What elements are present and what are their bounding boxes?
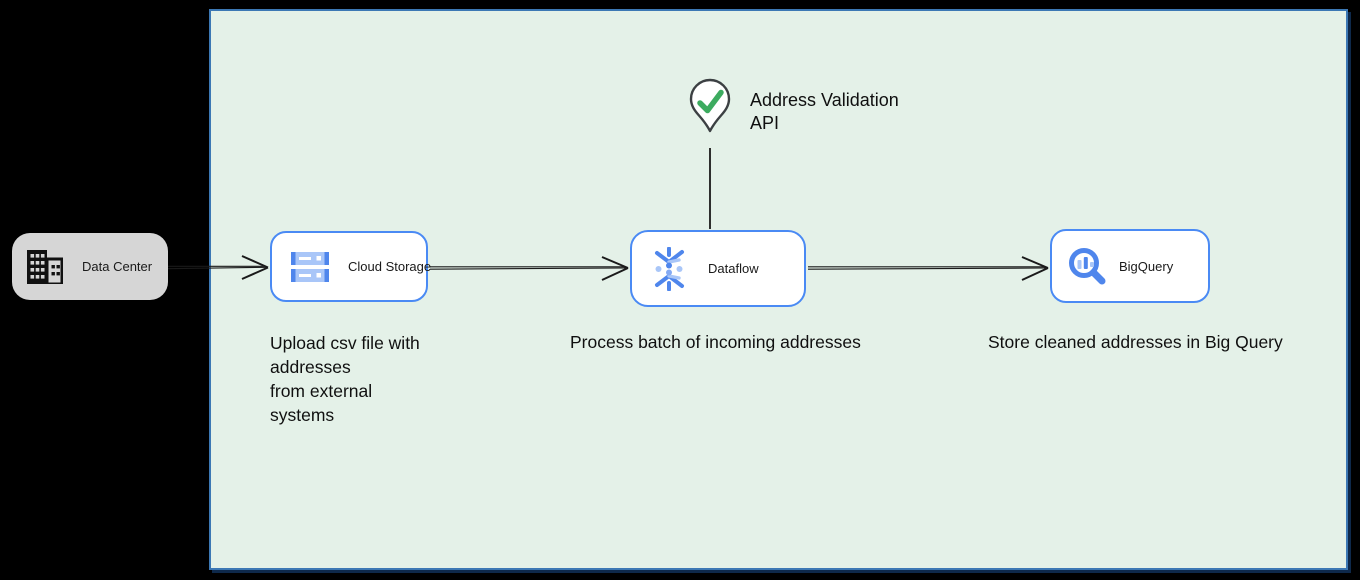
caption-line: from external (270, 381, 373, 401)
caption-process-batch: Process batch of incoming addresses (570, 332, 861, 352)
node-cloud-storage[interactable]: Cloud Storage (270, 231, 432, 302)
address-validation-api-label: Address Validation API (750, 89, 899, 135)
address-validation-api-line1: Address Validation (750, 90, 899, 110)
dataflow-icon (649, 246, 689, 291)
node-data-center[interactable]: Data Center (12, 233, 168, 300)
caption-upload-csv: Upload csv file with addresses from exte… (270, 331, 500, 427)
node-label: Data Center (82, 259, 153, 274)
node-dataflow[interactable]: Dataflow (630, 230, 806, 307)
caption-line: systems (270, 405, 335, 425)
caption-line: addresses (270, 357, 351, 377)
cloud-storage-icon (291, 251, 329, 283)
bigquery-icon (1067, 246, 1107, 286)
node-label: Dataflow (708, 261, 759, 276)
address-validation-api-line2: API (750, 113, 780, 133)
node-bigquery[interactable]: BigQuery (1050, 229, 1210, 303)
caption-store-cleaned: Store cleaned addresses in Big Query (988, 332, 1283, 352)
checkmark-pin-icon (689, 78, 731, 133)
building-icon (27, 249, 63, 284)
node-label: BigQuery (1119, 258, 1174, 274)
caption-line: Upload csv file with (270, 333, 420, 353)
node-label: Cloud Storage (348, 259, 432, 274)
